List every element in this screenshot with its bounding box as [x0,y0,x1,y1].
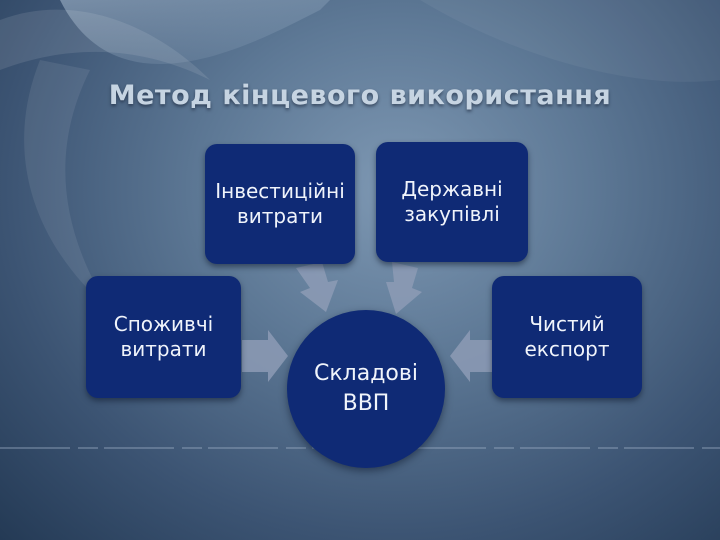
node-government: Державні закупівлі [376,142,528,262]
node-gdp-components-label: Складові ВВП [314,361,418,416]
node-consumption: Споживчі витрати [86,276,241,398]
node-investment-label: Інвестиційні витрати [215,179,345,228]
node-consumption-label: Споживчі витрати [113,312,214,361]
node-government-label: Державні закупівлі [401,177,503,226]
node-net-exports-label: Чистий експорт [524,312,610,361]
node-gdp-components: Складові ВВП [287,310,445,468]
slide-title: Метод кінцевого використання [108,80,612,111]
node-investment: Інвестиційні витрати [205,144,355,264]
node-net-exports: Чистий експорт [492,276,642,398]
